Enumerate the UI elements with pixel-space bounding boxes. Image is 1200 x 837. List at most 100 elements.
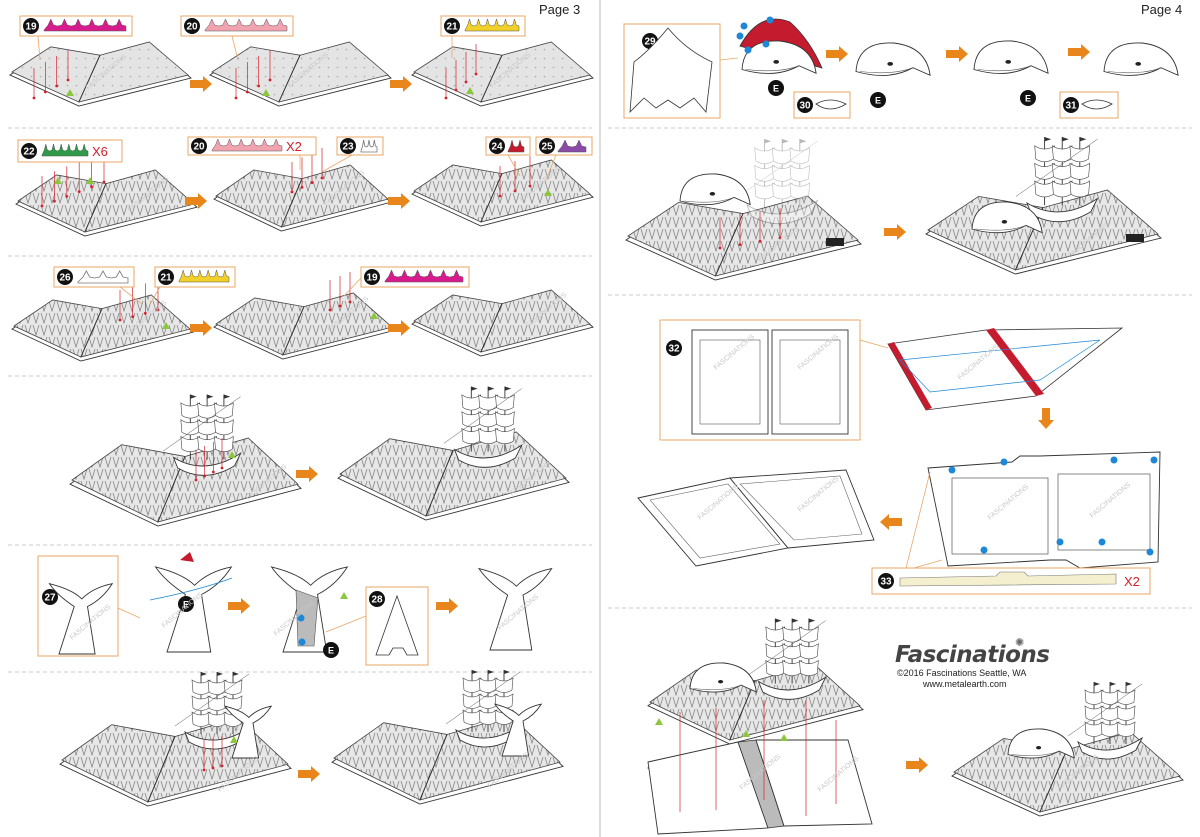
arrow-shape: [826, 46, 848, 62]
ship-flag: [1094, 682, 1100, 686]
tab-dot: [1150, 456, 1158, 464]
fin-part-shape: [815, 99, 847, 110]
guide-dot: [194, 478, 198, 482]
book-right-page: [480, 41, 591, 103]
whale-head-step-16: [689, 662, 757, 693]
book-step-9: [411, 289, 594, 357]
ship-step-16: [747, 618, 827, 700]
arrow-shape: [228, 598, 250, 614]
tab-dot: [766, 16, 774, 24]
leader-line: [343, 277, 362, 297]
part-callout-p24: 24: [485, 136, 531, 156]
spine-strip-shape: [899, 571, 1117, 587]
arrow-shape: [1038, 408, 1054, 429]
guide-dot: [102, 180, 106, 184]
guide-dot: [220, 466, 224, 470]
part-callout-p26: 26: [53, 266, 135, 288]
part-quantity: X6: [92, 144, 108, 159]
stand-part-shape: [375, 594, 419, 656]
whale-head-body: [855, 42, 931, 77]
placement-marker: [780, 734, 788, 741]
guide-dot: [143, 311, 147, 315]
leader-line: [119, 286, 143, 305]
arrow-shape: [190, 320, 212, 336]
ship-sail: [771, 147, 793, 165]
whale-tail-body: [223, 705, 273, 759]
tab-dot: [297, 614, 305, 622]
guide-dot: [338, 304, 342, 308]
tab-marker-label: E: [773, 84, 779, 94]
guide-dot: [454, 88, 458, 92]
whale-eye: [1036, 746, 1042, 750]
guide-dot: [234, 96, 238, 100]
part-shape: [464, 18, 520, 32]
copyright-text: ©2016 Fascinations Seattle, WA: [897, 668, 1027, 678]
guide-dot: [202, 768, 206, 772]
guide-dot: [290, 190, 294, 194]
guide-dot: [348, 300, 352, 304]
part-number-badge: [797, 97, 813, 113]
whale-head-body: [741, 40, 817, 75]
page-label-right: Page 4: [1141, 2, 1183, 17]
part-callout-p31: 31: [1059, 91, 1119, 119]
arrow-shape: [1068, 44, 1090, 60]
whale-mouth: [693, 684, 742, 690]
ship-rigging: [445, 671, 521, 725]
arrow-shape: [388, 320, 410, 336]
step-arrow-icon: [946, 46, 968, 62]
book-right-page: [278, 41, 389, 103]
ship-rigging: [1015, 138, 1098, 197]
part-number-29: 29: [644, 37, 656, 48]
whale-tail-body: [154, 566, 233, 653]
ship-sail: [494, 677, 514, 693]
tab-marker-label: E: [183, 600, 189, 610]
book-spine: [714, 213, 744, 277]
leader-line: [231, 35, 239, 61]
brand-name: Fascinations: [895, 642, 1050, 668]
guide-dot: [300, 185, 304, 189]
step-arrow-icon: [190, 320, 212, 336]
leader-line: [507, 154, 521, 177]
book-spine: [78, 55, 101, 103]
ship-sail: [495, 411, 515, 428]
tail-step-12-icon: [223, 705, 273, 759]
part-callout-p23: 23: [336, 136, 384, 156]
part-number-badge: [21, 143, 37, 159]
whale-head-body: [679, 173, 751, 206]
part-number-20: 20: [186, 22, 198, 33]
ship-sail: [789, 147, 811, 165]
guide-dot: [474, 72, 478, 76]
ship-sail: [1069, 145, 1091, 163]
guide-dot: [32, 96, 36, 100]
placement-marker: [86, 177, 94, 184]
ship-sail: [754, 147, 775, 165]
tab-marker-e-icon: E: [178, 596, 194, 612]
book-step-6: [411, 159, 594, 227]
cover-open-right: [729, 469, 875, 549]
guide-dot: [53, 199, 56, 203]
part-outline: [77, 270, 129, 284]
book-step-12: [59, 717, 292, 807]
whale-head-finished: [1103, 42, 1179, 77]
ship-flag: [504, 670, 510, 674]
part-number-badge: [23, 18, 39, 34]
tab-marker-e-icon: E: [870, 92, 886, 108]
ship-sail: [1116, 705, 1136, 721]
guide-dot: [444, 96, 448, 100]
fold-guide: [149, 577, 233, 601]
fold-guide: [899, 339, 1101, 393]
guides-21: [444, 44, 478, 100]
ship-step-13: [445, 670, 522, 748]
step-arrow-icon: [190, 76, 212, 92]
whale-mouth: [683, 197, 735, 203]
ship-flag: [799, 139, 807, 144]
website-url: www.metalearth.com: [923, 679, 1007, 689]
cover-spine-red: [986, 328, 1044, 396]
part-number-badge: [184, 18, 200, 34]
brand-spark-icon: ✺: [1015, 637, 1025, 649]
guides-24: [498, 156, 532, 198]
ship-sail: [799, 643, 819, 660]
tab-marker-circle: [323, 642, 339, 658]
